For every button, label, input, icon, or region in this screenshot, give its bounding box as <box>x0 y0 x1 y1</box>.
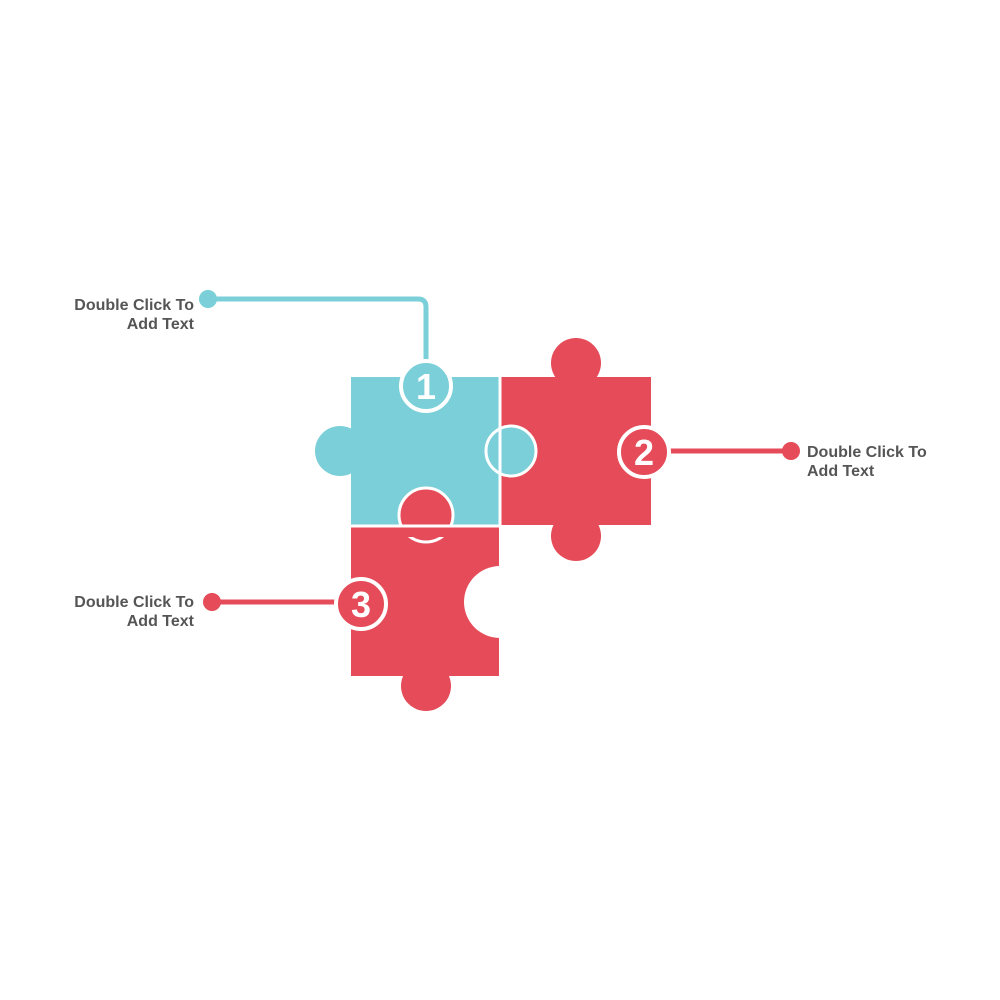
callout-text-1[interactable]: Double Click To Add Text <box>24 296 194 334</box>
callout-1-line-1: Double Click To <box>74 297 194 314</box>
callout-2-line-1: Double Click To <box>807 444 927 461</box>
number-badge-3: 3 <box>334 577 388 631</box>
callout-text-2[interactable]: Double Click To Add Text <box>807 443 977 481</box>
callout-1-line-2: Add Text <box>126 316 194 333</box>
number-2: 2 <box>634 432 654 473</box>
connector-dot-3 <box>203 593 221 611</box>
callout-3-line-2: Add Text <box>126 613 194 630</box>
number-badge-1: 1 <box>399 359 453 413</box>
callout-text-3[interactable]: Double Click To Add Text <box>24 593 194 631</box>
callout-2-line-2: Add Text <box>807 463 875 480</box>
number-badge-2: 2 <box>617 425 671 479</box>
callout-3-line-1: Double Click To <box>74 594 194 611</box>
connector-dot-1 <box>199 290 217 308</box>
number-3: 3 <box>351 584 371 625</box>
puzzle-piece-3[interactable] <box>351 527 536 711</box>
connector-dot-2 <box>782 442 800 460</box>
connector-line-1 <box>208 296 429 372</box>
number-1: 1 <box>416 366 436 407</box>
